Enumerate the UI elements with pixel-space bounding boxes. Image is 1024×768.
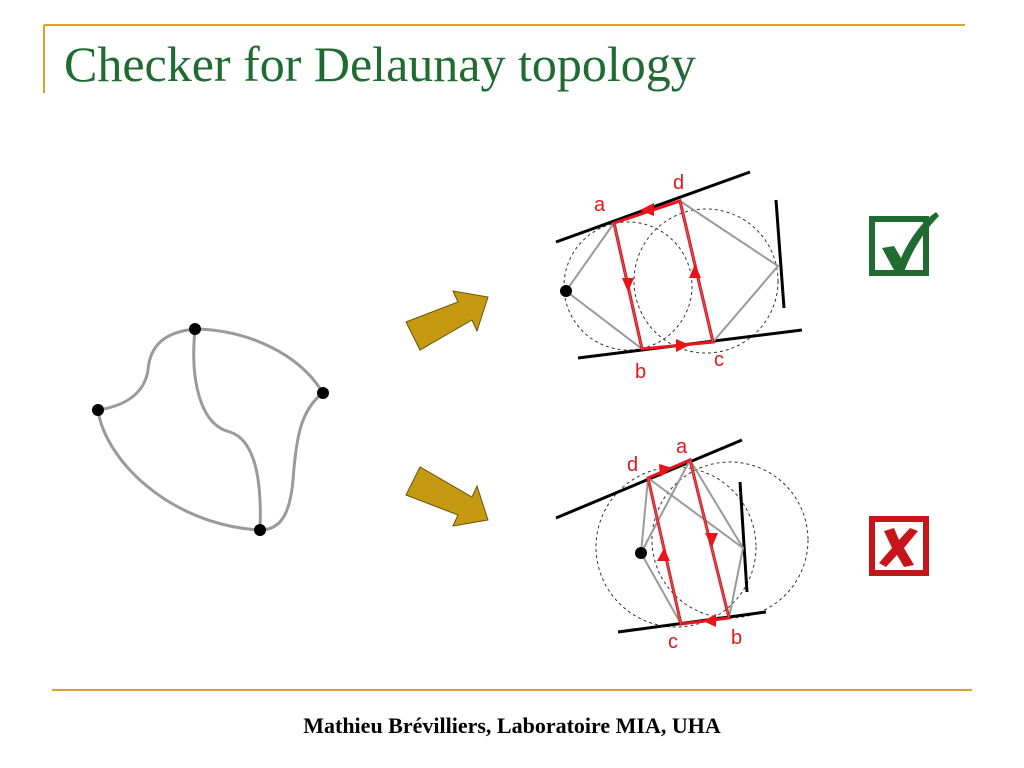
orientation-arrowhead: [657, 548, 670, 561]
point-label-b: b: [731, 627, 742, 649]
orientation-arrowhead: [676, 339, 690, 352]
orientation-arrowhead: [705, 533, 718, 547]
flip-quadrilateral: [646, 457, 731, 626]
graph-vertex: [317, 387, 329, 399]
graph-edge: [259, 391, 324, 532]
point-label-b: b: [635, 361, 646, 383]
graph-edge: [97, 327, 196, 412]
gray-edge: [640, 459, 691, 554]
point-label-c: c: [668, 631, 678, 653]
graph-vertex: [254, 524, 266, 536]
page-title: Checker for Delaunay topology: [64, 36, 696, 92]
orientation-arrowhead: [703, 614, 716, 627]
crossed-box-icon: [869, 516, 929, 576]
orientation-arrowhead: [689, 264, 701, 278]
gray-edge: [689, 459, 744, 549]
point-label-d: d: [673, 172, 684, 194]
circumcircle: [633, 208, 779, 354]
graph-edge: [194, 327, 325, 394]
point-label-a: a: [594, 194, 606, 216]
point-label-c: c: [714, 349, 724, 371]
graph-vertex: [189, 323, 201, 335]
valid-configuration: a d b c: [555, 170, 803, 383]
gray-edge: [647, 477, 745, 619]
vertex: [635, 547, 647, 559]
orientation-arrowhead: [640, 203, 654, 216]
block-arrow-down: [405, 466, 489, 527]
gray-edge: [679, 200, 780, 343]
gray-edge: [640, 477, 649, 554]
tangent-line: [738, 481, 749, 593]
orientation-arrowhead: [659, 464, 673, 477]
gray-edge: [640, 552, 682, 625]
tangent-line: [774, 199, 786, 309]
block-arrow-up: [405, 290, 489, 351]
input-graph: [92, 323, 329, 536]
point-label-d: d: [627, 454, 638, 476]
orientation-arrowhead: [622, 278, 634, 292]
point-label-a: a: [676, 436, 688, 458]
circumcircle: [595, 466, 757, 628]
vertex: [560, 285, 572, 297]
gray-edge: [564, 222, 643, 350]
graph-edge: [192, 328, 262, 531]
graph-edge: [96, 409, 261, 532]
invalid-configuration: d a c b: [555, 436, 809, 653]
graph-vertex: [92, 404, 104, 416]
footer-credit: Mathieu Brévilliers, Laboratoire MIA, UH…: [303, 713, 721, 738]
checked-box-icon: [869, 212, 939, 276]
